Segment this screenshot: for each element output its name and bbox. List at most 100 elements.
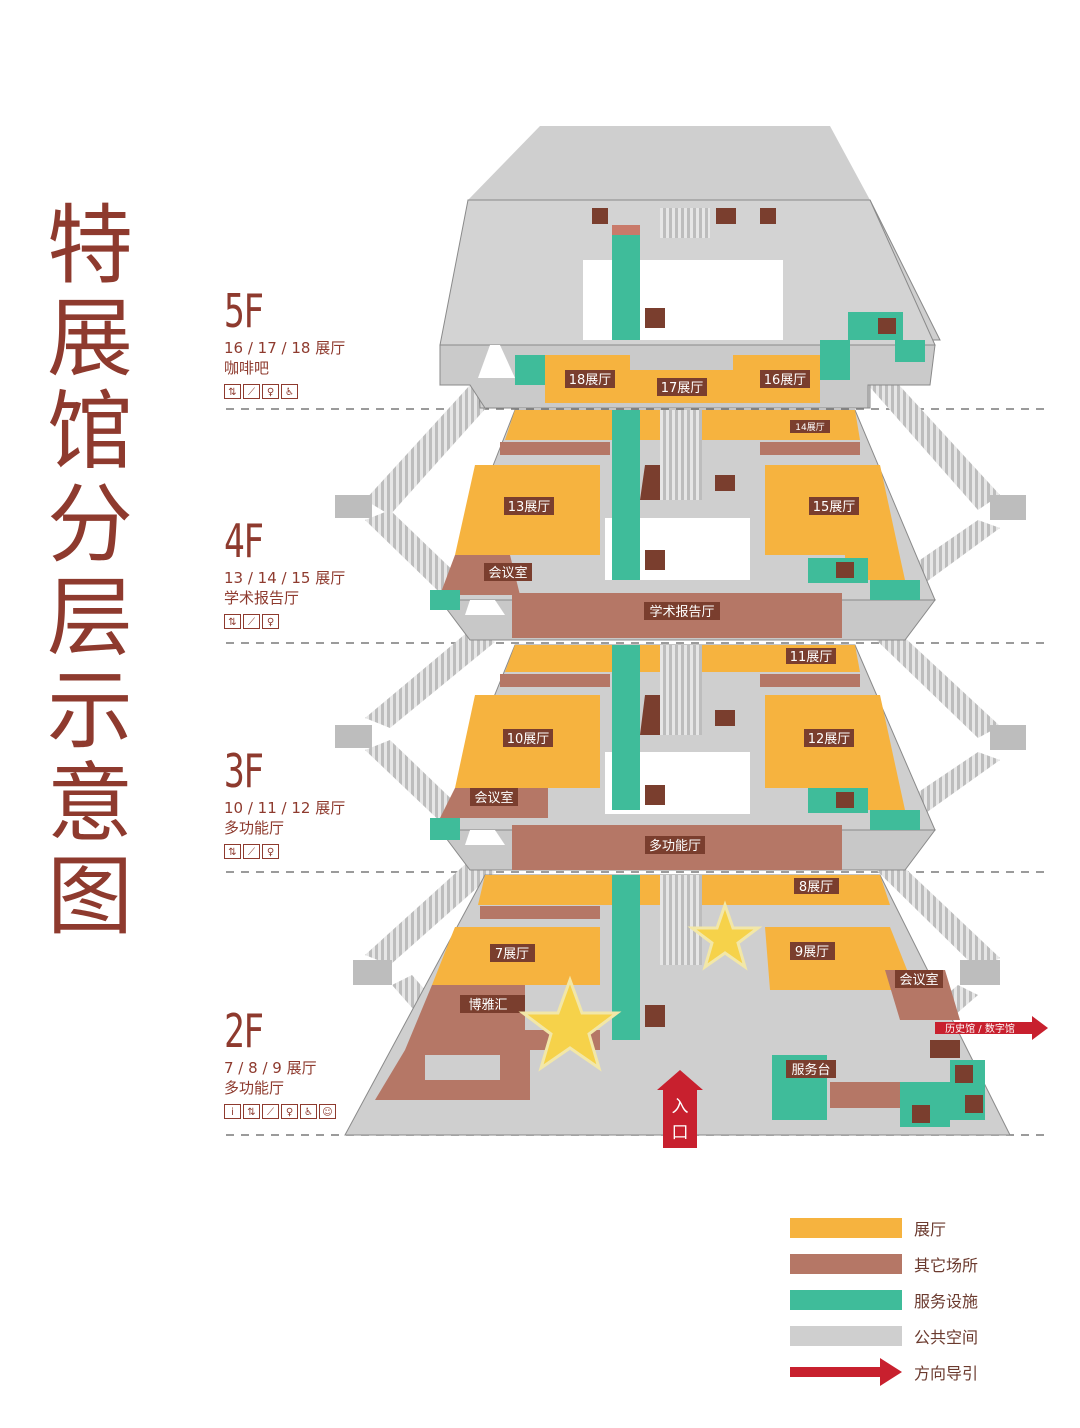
meeting-label-bg <box>895 970 943 988</box>
star-icon <box>518 975 622 1072</box>
restroom-icon <box>878 318 896 334</box>
hall-11-label: 11展厅 <box>790 650 833 665</box>
hall-14-label-bg <box>790 420 830 433</box>
restroom-icon: ♀ <box>281 1104 298 1119</box>
hall-12-label: 12展厅 <box>808 732 851 747</box>
floor-extra: 咖啡吧 <box>224 359 270 377</box>
legend-item-exhibition: 展厅 <box>790 1210 1050 1246</box>
restroom-icon: ♀ <box>262 844 279 859</box>
floor-4f: 14展厅 13展厅 15展厅 会议室 学术报告厅 <box>430 409 936 641</box>
service-5f-c <box>515 355 545 385</box>
entrance-label-bottom: 口 <box>672 1123 689 1143</box>
accessible-icon <box>930 1040 960 1058</box>
meeting-room-label: 会议室 <box>899 972 938 988</box>
floor-halls: 13 / 14 / 15 展厅 <box>224 569 346 587</box>
legend-label: 公共空间 <box>914 1328 979 1347</box>
escalator-4f-side <box>640 465 660 500</box>
hall-8-label: 8展厅 <box>799 880 833 895</box>
legend-label: 展厅 <box>914 1220 947 1239</box>
elevator-icon: ⇅ <box>224 384 241 399</box>
floor-halls: 16 / 17 / 18 展厅 <box>224 339 346 357</box>
restroom-icon: ♀ <box>262 614 279 629</box>
info-icon: i <box>224 1104 241 1119</box>
floor-info-4f: 4F 13 / 14 / 15 展厅 学术报告厅 ⇅ ⟋ ♀ <box>224 518 404 629</box>
service-5f-b <box>820 340 850 380</box>
landing-left-4f <box>335 495 372 518</box>
entrance-arrow-icon <box>657 1070 703 1148</box>
legend-swatch <box>790 1290 902 1310</box>
escalator-3f <box>660 645 702 735</box>
floor-info-5f: 5F 16 / 17 / 18 展厅 咖啡吧 ⇅ ⟋ ♀ ♿ <box>224 288 404 399</box>
floor-facility-icons: i ⇅ ⟋ ♀ ♿ ☺ <box>224 1104 404 1119</box>
hall-12 <box>765 695 905 810</box>
floor-code: 5F <box>224 284 264 338</box>
legend-item-service: 服务设施 <box>790 1282 1050 1318</box>
nursery-icon <box>955 1065 973 1083</box>
escalator-icon <box>715 475 735 491</box>
star-icon <box>687 900 763 971</box>
stair-right-3f <box>868 852 1000 970</box>
title-char: 分 <box>47 475 133 575</box>
legend-label: 其它场所 <box>914 1256 979 1275</box>
floor-code: 2F <box>224 1004 264 1058</box>
escalator-icon: ⟋ <box>262 1104 279 1119</box>
escalator-icon <box>715 710 735 726</box>
auditorium-label-bg <box>644 602 720 620</box>
nursery-icon: ☺ <box>319 1104 336 1119</box>
hall-8-label-bg <box>794 878 839 894</box>
elevator-shaft-4f <box>612 410 640 580</box>
service-4f-b <box>430 590 460 610</box>
page-title: 特展馆分层示意图 <box>40 200 140 944</box>
escalator-icon <box>716 208 736 224</box>
floor-3f: 11展厅 10展厅 12展厅 会议室 多功能厅 <box>430 644 936 871</box>
meeting-room-label: 会议室 <box>488 565 527 581</box>
meeting-room-label: 会议室 <box>474 790 513 806</box>
floor-code: 4F <box>224 514 264 568</box>
landing-left-3f <box>335 725 372 748</box>
direction-signpost: 历史馆 / 数字馆 <box>935 1016 1048 1040</box>
multi-label-bg <box>645 836 705 854</box>
hall-14-label: 14展厅 <box>795 422 824 433</box>
hall-15-label: 15展厅 <box>813 500 856 515</box>
floor-facility-icons: ⇅ ⟋ ♀ ♿ <box>224 384 404 399</box>
other-3f-strip <box>500 674 610 687</box>
elevator-icon <box>645 308 665 328</box>
floor-halls: 7 / 8 / 9 展厅 <box>224 1059 317 1077</box>
legend-swatch <box>790 1254 902 1274</box>
hall-12-label-bg <box>804 729 854 747</box>
escalator-icon: ⟋ <box>243 844 260 859</box>
stair-right-5f <box>868 373 1000 510</box>
floor-extra: 多功能厅 <box>224 1079 285 1097</box>
hall-18-label: 18展厅 <box>569 373 612 388</box>
roof-area <box>468 126 870 200</box>
legend-label: 方向导引 <box>914 1364 979 1383</box>
escalator-icon: ⟋ <box>243 384 260 399</box>
hall-10-label-bg <box>503 729 553 747</box>
floor-info-2f: 2F 7 / 8 / 9 展厅 多功能厅 i ⇅ ⟋ ♀ ♿ ☺ <box>224 1008 404 1119</box>
title-char: 图 <box>47 847 133 947</box>
title-char: 特 <box>47 196 133 296</box>
title-char: 意 <box>47 754 133 854</box>
accessible-icon <box>592 208 608 224</box>
service-3f-b <box>430 818 460 840</box>
service-desk-label: 服务台 <box>791 1062 830 1078</box>
hall-16-label: 16展厅 <box>764 373 807 388</box>
service-5f <box>895 340 925 362</box>
hall-7-label-bg <box>490 944 535 962</box>
floor-5f: 18展厅 17展厅 16展厅 <box>439 126 941 409</box>
legend-swatch <box>790 1326 902 1346</box>
landing-left-2f <box>353 960 392 985</box>
entrance-label-top: 入 <box>672 1097 689 1117</box>
hall-18-label-bg <box>565 370 615 388</box>
stair-left-3f <box>365 860 495 965</box>
restroom-icon: ♀ <box>262 384 279 399</box>
escalator-5f <box>660 208 710 238</box>
legend-item-public: 公共空间 <box>790 1318 1050 1354</box>
title-char: 层 <box>47 568 133 668</box>
hall-16-label-bg <box>760 370 810 388</box>
other-2f-b <box>830 1082 910 1108</box>
direction-arrow-icon <box>935 1016 1048 1040</box>
other-4f-strip-b <box>760 442 860 455</box>
other-2f-strip <box>480 906 600 919</box>
